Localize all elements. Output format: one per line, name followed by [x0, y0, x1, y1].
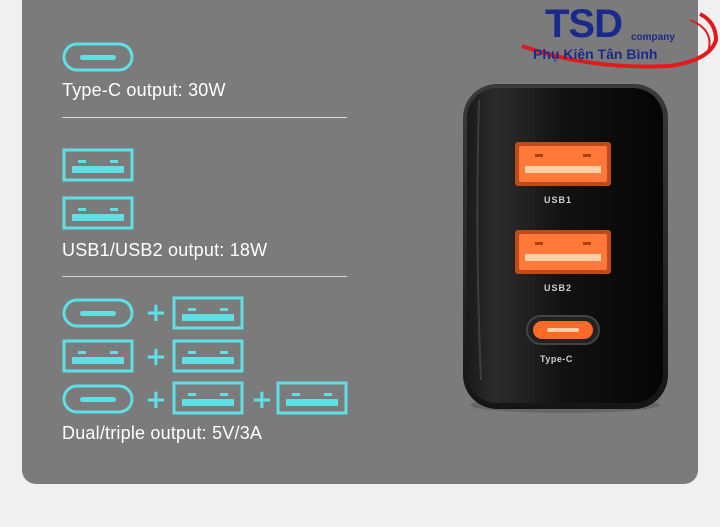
usb-a-port-icon: [172, 339, 244, 373]
usb-a-port-icon: [172, 381, 244, 415]
type-c-port-icon: [62, 384, 134, 414]
type-c-port-icon: [62, 298, 134, 328]
usb1-port-label: USB1: [544, 195, 573, 205]
usb-a-port-icon: [172, 296, 244, 330]
plus-icon: +: [145, 385, 167, 415]
dual-triple-caption: Dual/triple output: 5V/3A: [62, 423, 263, 443]
type-c-caption: Type-C output: 30W: [62, 80, 226, 100]
section-divider: [62, 117, 347, 118]
logo-tagline: Phụ Kiện Tân Bình: [533, 46, 658, 62]
plus-icon: +: [251, 385, 273, 415]
usb-a-port-icon: [62, 196, 134, 230]
tsd-logo-swoosh: [521, 12, 719, 69]
usb2-port-label: USB2: [544, 283, 573, 293]
section-divider: [62, 276, 347, 277]
plus-icon: +: [145, 298, 167, 328]
plus-icon: +: [145, 342, 167, 372]
usb-a-port-icon: [62, 339, 134, 373]
type-c-port-label: Type-C: [540, 354, 573, 364]
usb-a-port-icon: [276, 381, 348, 415]
usb-a-port-icon: [62, 148, 134, 182]
type-c-port-icon: [62, 42, 134, 72]
charger-image: [463, 84, 668, 413]
usb-caption: USB1/USB2 output: 18W: [62, 240, 268, 260]
logo-suffix: company: [631, 32, 675, 43]
logo-brand: TSD: [545, 2, 623, 46]
